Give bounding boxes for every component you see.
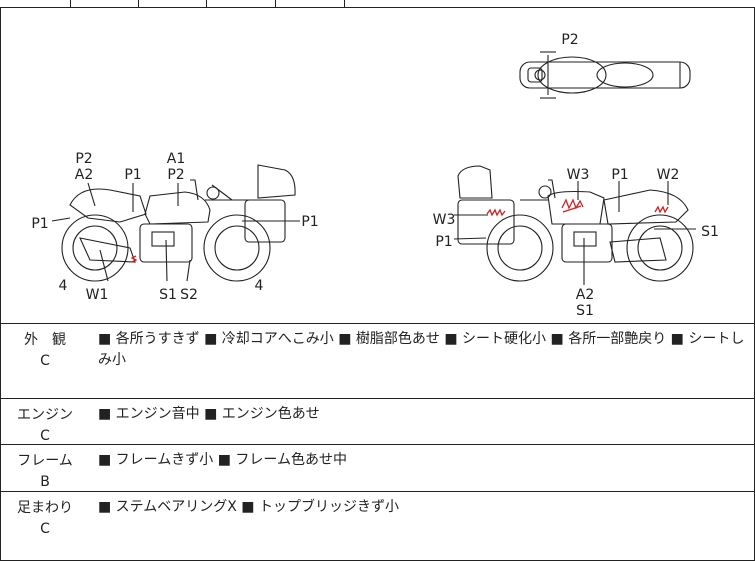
part-label: A2 <box>576 287 594 303</box>
top-table-edge <box>0 0 755 8</box>
section-name: フレーム <box>17 453 73 469</box>
section-grade: B <box>40 474 50 490</box>
section-grade: C <box>40 521 50 537</box>
section-description: ■ フレームきず小 ■ フレーム色あせ中 <box>98 452 347 468</box>
part-label: W1 <box>86 287 109 303</box>
part-label: P1 <box>31 216 48 232</box>
damage-marks <box>130 198 669 263</box>
section-exterior: 外 観 C ■ 各所うすきず ■ 冷却コアへこみ小 ■ 樹脂部色あせ ■ シート… <box>0 323 755 399</box>
section-name: エンジン <box>17 407 73 423</box>
part-label: P2 <box>167 167 184 183</box>
section-grade: C <box>40 353 50 369</box>
part-label: A2 <box>75 167 93 183</box>
section-description: ■ ステムベアリングX ■ トップブリッジきず小 <box>98 499 399 515</box>
part-label: P1 <box>435 234 452 250</box>
part-label: P1 <box>124 167 141 183</box>
right-view-bike <box>457 165 694 282</box>
part-label: W3 <box>433 212 456 228</box>
section-description: ■ 各所うすきず ■ 冷却コアへこみ小 ■ 樹脂部色あせ ■ シート硬化小 ■ … <box>98 331 745 368</box>
leader-lines <box>51 181 696 285</box>
part-label: A1 <box>167 151 185 167</box>
part-label: 4 <box>255 278 264 294</box>
part-label: P1 <box>301 214 318 230</box>
section-name: 外 観 <box>24 332 66 348</box>
section-frame: フレーム B ■ フレームきず小 ■ フレーム色あせ中 <box>0 444 755 492</box>
section-description: ■ エンジン音中 ■ エンジン色あせ <box>98 406 320 422</box>
section-grade: C <box>40 428 50 444</box>
part-label: W2 <box>657 167 680 183</box>
part-label: S1 <box>159 287 177 303</box>
part-label: S2 <box>180 287 198 303</box>
left-view-bike <box>61 164 296 282</box>
part-label: P2 <box>75 151 92 167</box>
part-label: W3 <box>567 167 590 183</box>
section-name: 足まわり <box>17 500 73 516</box>
top-view-bike <box>519 51 691 99</box>
part-label: P2 <box>561 32 578 48</box>
section-engine: エンジン C ■ エンジン音中 ■ エンジン色あせ <box>0 398 755 445</box>
part-label: S1 <box>701 224 719 240</box>
part-label: P1 <box>611 167 628 183</box>
part-label: S1 <box>576 303 594 319</box>
section-suspension: 足まわり C ■ ステムベアリングX ■ トップブリッジきず小 <box>0 491 755 560</box>
part-label: 4 <box>59 278 68 294</box>
